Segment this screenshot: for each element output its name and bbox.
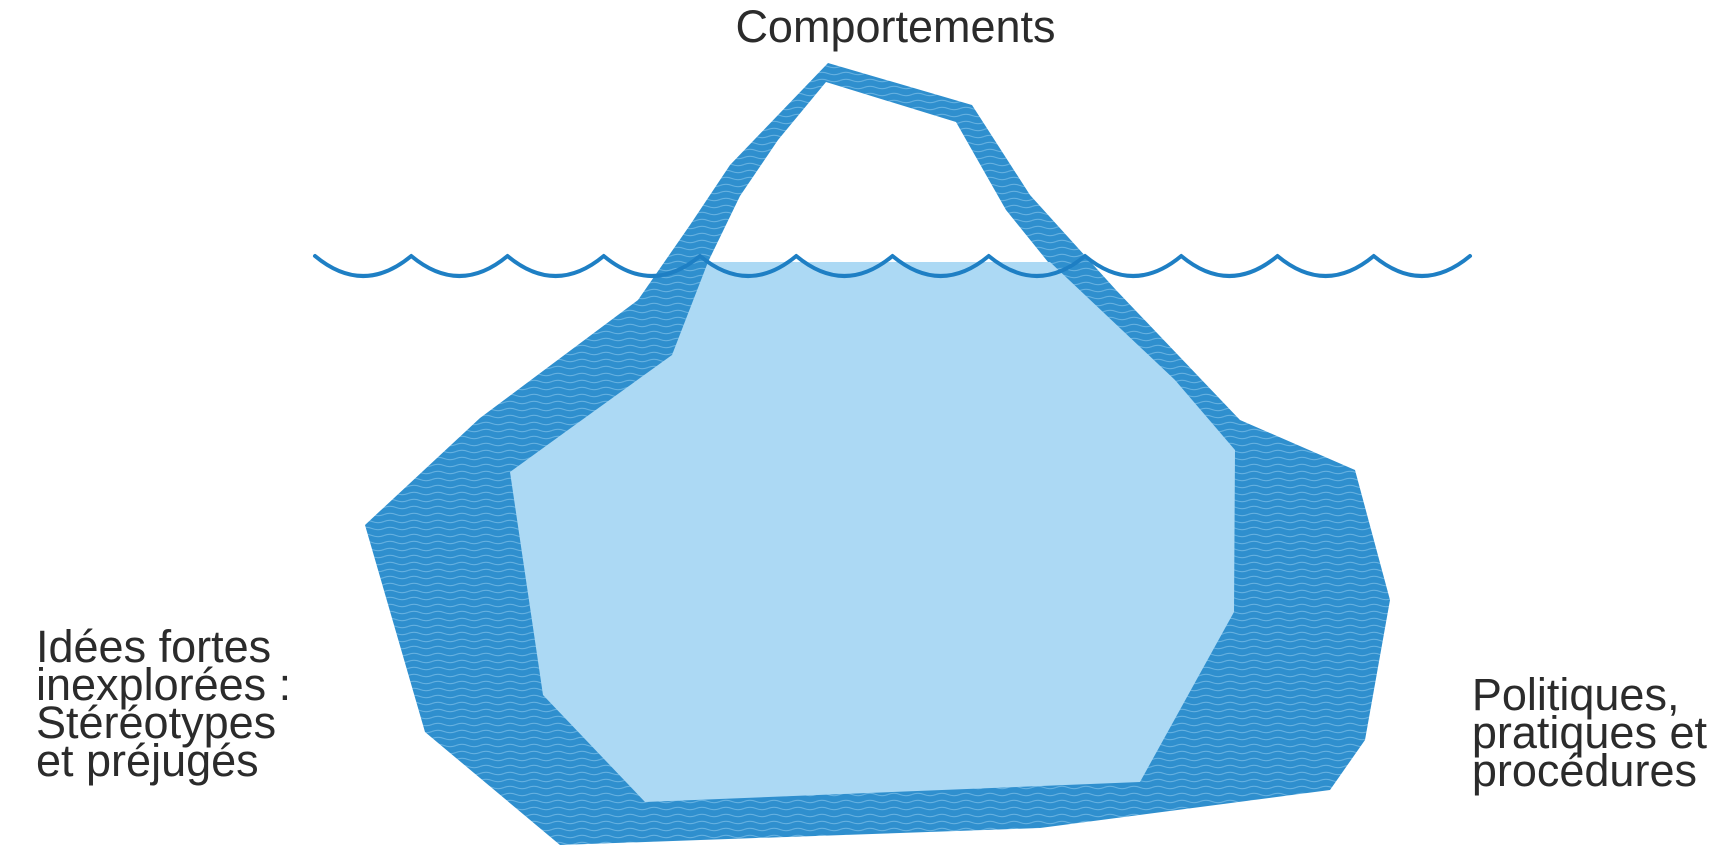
label-policies: Politiques, pratiques et procédures: [1472, 676, 1707, 790]
label-behaviours: Comportements: [0, 8, 1729, 46]
label-hidden-beliefs-line-4: et préjugés: [36, 742, 291, 780]
label-policies-line-3: procédures: [1472, 752, 1707, 790]
label-hidden-beliefs: Idées fortes inexplorées : Stéréotypes e…: [36, 628, 291, 780]
